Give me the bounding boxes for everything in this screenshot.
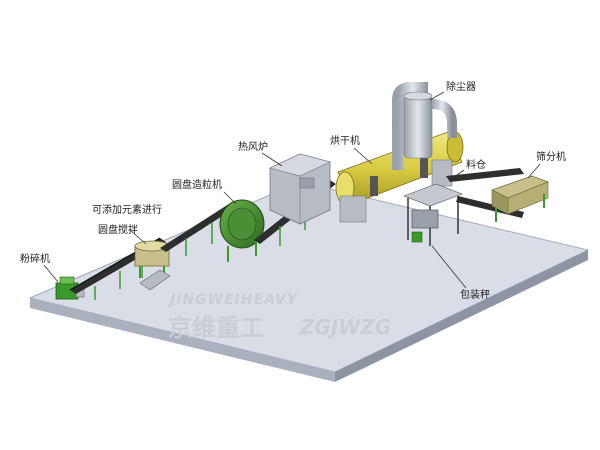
platform bbox=[28, 181, 590, 382]
label-dryer: 烘干机 bbox=[330, 134, 360, 147]
dust-collector-machine bbox=[392, 82, 457, 170]
label-hot-air-furnace: 热风炉 bbox=[238, 140, 268, 153]
watermark-cn: 京维重工 bbox=[168, 314, 264, 342]
watermark-latin: JINGWEIHEAVY bbox=[167, 292, 299, 308]
hot-air-furnace-machine bbox=[269, 153, 331, 225]
label-disc-granulator: 圆盘造粒机 bbox=[172, 178, 222, 191]
label-material: 料仓 bbox=[466, 158, 486, 171]
label-packing-scale: 包装秤 bbox=[460, 288, 490, 301]
platform-right-side bbox=[335, 250, 588, 382]
label-screener: 筛分机 bbox=[536, 150, 566, 163]
material-silo-machine bbox=[403, 183, 463, 246]
watermark-suffix: ZGJWZG bbox=[299, 315, 391, 339]
screener-machine bbox=[490, 175, 550, 222]
label-additive: 可添加元素进行 bbox=[92, 203, 162, 216]
platform-front-side bbox=[30, 298, 335, 382]
watermark: JINGWEIHEAVY 京维重工 ZGJWZG bbox=[167, 292, 391, 342]
diagram-labels: 粉碎机 可添加元素进行 圆盘搅拌 圆盘造粒机 热风炉 烘干机 除尘器 料仓 筛分… bbox=[20, 80, 566, 301]
disc-granulator-machine bbox=[219, 199, 265, 262]
conveyor-2 bbox=[160, 202, 238, 256]
disc-mixer-machine bbox=[134, 240, 171, 291]
label-crusher: 粉碎机 bbox=[20, 252, 50, 265]
label-disc-mixer: 圆盘搅拌 bbox=[98, 223, 138, 236]
label-dust-collector: 除尘器 bbox=[446, 80, 476, 93]
